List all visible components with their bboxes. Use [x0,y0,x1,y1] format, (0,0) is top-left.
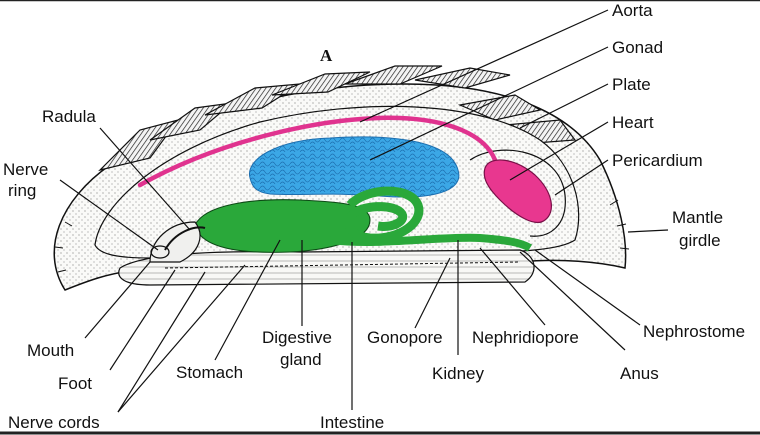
label-nerve-cords: Nerve cords [8,413,100,432]
label-nephridiopore: Nephridiopore [472,328,579,347]
label-nephrostome: Nephrostome [643,322,745,341]
label-nerve-ring-line1: Nerve [3,160,48,179]
label-digestive-gland-line1: Digestive [262,328,332,347]
label-pericardium: Pericardium [612,151,703,170]
label-heart: Heart [612,113,654,132]
panel-label: A [320,46,333,65]
label-stomach: Stomach [176,363,243,382]
label-mantle-girdle-line2: girdle [679,231,721,250]
label-intestine: Intestine [320,413,384,432]
label-digestive-gland-line2: gland [280,350,322,369]
label-anus: Anus [620,364,659,383]
label-kidney: Kidney [432,364,484,383]
label-foot: Foot [58,374,92,393]
chiton-body [54,66,629,290]
label-plate: Plate [612,75,651,94]
gonad [249,137,458,197]
label-mouth: Mouth [27,341,74,360]
label-gonad: Gonad [612,38,663,57]
label-nerve-ring-line2: ring [8,181,36,200]
label-aorta: Aorta [612,1,653,20]
label-mantle-girdle-line1: Mantle [672,208,723,227]
label-gonopore: Gonopore [367,328,443,347]
label-radula: Radula [42,107,96,126]
